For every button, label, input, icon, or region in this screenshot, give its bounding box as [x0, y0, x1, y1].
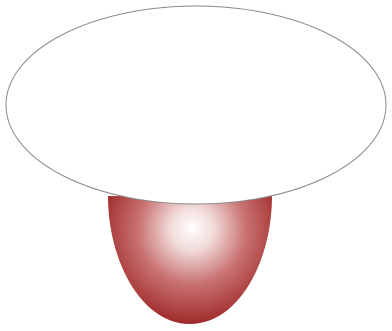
bowl-shape — [108, 196, 272, 324]
top-disc — [6, 6, 386, 204]
